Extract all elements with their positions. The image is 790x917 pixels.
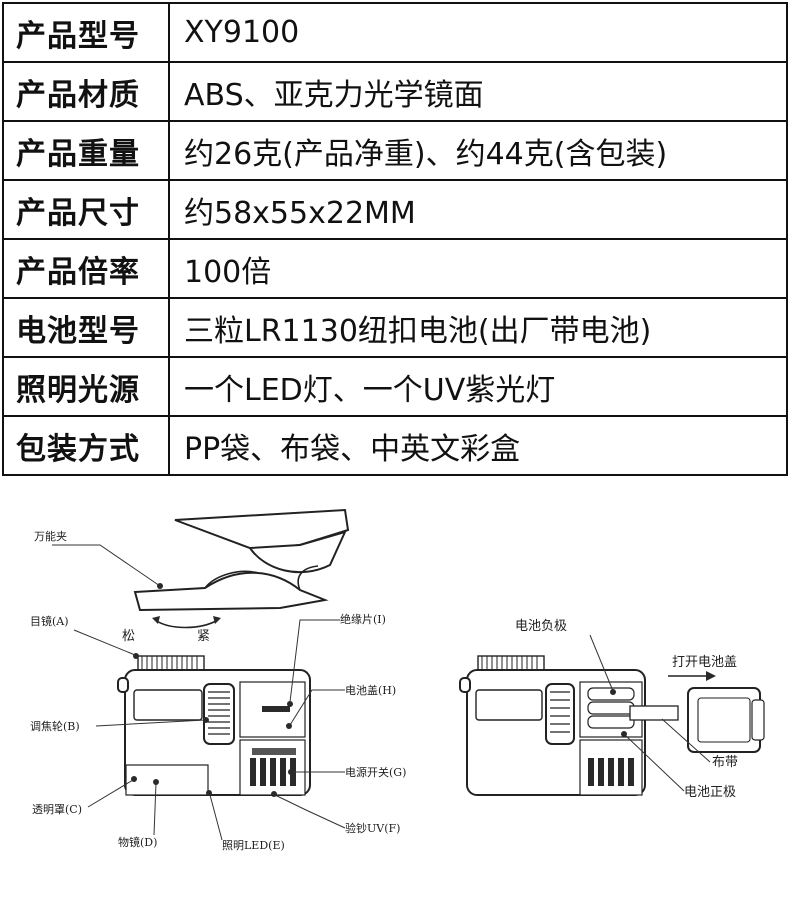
table-row: 电池型号三粒LR1130纽扣电池(出厂带电池) bbox=[2, 297, 788, 358]
spec-key: 电池型号 bbox=[2, 297, 170, 358]
arrow-head-left bbox=[152, 616, 160, 624]
negative-dot bbox=[610, 689, 616, 695]
spec-key: 产品材质 bbox=[2, 61, 170, 122]
spec-key: 产品型号 bbox=[2, 2, 170, 63]
table-row: 照明光源一个LED灯、一个UV紫光灯 bbox=[2, 356, 788, 417]
led-leader bbox=[209, 794, 223, 841]
spec-value: 约26克(产品净重)、约44克(含包装) bbox=[168, 120, 788, 181]
switch-dot bbox=[288, 769, 294, 775]
insulator-dot bbox=[287, 701, 293, 707]
table-row: 产品尺寸约58x55x22MM bbox=[2, 179, 788, 240]
led-dot bbox=[206, 790, 212, 796]
spec-value: 一个LED灯、一个UV紫光灯 bbox=[168, 356, 788, 417]
label-objective: 物镜(D) bbox=[118, 835, 157, 849]
spec-key: 包装方式 bbox=[2, 415, 170, 476]
spec-value: 约58x55x22MM bbox=[168, 179, 788, 240]
label-led: 照明LED(E) bbox=[222, 839, 285, 852]
label-uv: 验钞UV(F) bbox=[345, 821, 400, 835]
spec-value: XY9100 bbox=[168, 2, 788, 63]
focus-leader bbox=[95, 719, 206, 727]
spec-value: 100倍 bbox=[168, 238, 788, 299]
objective-leader bbox=[153, 782, 157, 836]
spec-value: PP袋、布袋、中英文彩盒 bbox=[168, 415, 788, 476]
label-clip: 万能夹 bbox=[34, 529, 67, 543]
positive-leader bbox=[624, 734, 685, 792]
spec-key: 产品重量 bbox=[2, 120, 170, 181]
open-cover-arrowhead bbox=[706, 671, 716, 681]
spec-key: 照明光源 bbox=[2, 356, 170, 417]
uv-leader bbox=[274, 794, 346, 829]
clip-dot bbox=[157, 583, 163, 589]
focus-dot bbox=[203, 717, 209, 723]
spec-value: 三粒LR1130纽扣电池(出厂带电池) bbox=[168, 297, 788, 358]
clip-illustration bbox=[133, 508, 350, 612]
strap-leader bbox=[661, 718, 711, 763]
spec-key: 产品尺寸 bbox=[2, 179, 170, 240]
label-insulator: 绝缘片(I) bbox=[340, 612, 386, 626]
label-eyepiece: 目镜(A) bbox=[30, 614, 69, 628]
label-cover: 透明罩(C) bbox=[32, 803, 82, 816]
label-battery-negative: 电池负极 bbox=[515, 619, 567, 634]
label-open-cover: 打开电池盖 bbox=[672, 655, 737, 670]
clip-leader bbox=[52, 544, 161, 587]
device-battery-view bbox=[459, 655, 765, 796]
label-battery-cover: 电池盖(H) bbox=[345, 683, 396, 697]
positive-dot bbox=[621, 731, 627, 737]
eyepiece-dot bbox=[133, 653, 139, 659]
loose-tight-arrow bbox=[154, 619, 219, 629]
label-tight: 紧 bbox=[197, 629, 210, 644]
battery-cover-leader bbox=[289, 689, 345, 726]
spec-key: 产品倍率 bbox=[2, 238, 170, 299]
label-focus-wheel: 调焦轮(B) bbox=[30, 719, 80, 733]
battery-cover-dot bbox=[286, 723, 292, 729]
objective-dot bbox=[153, 779, 159, 785]
label-battery-positive: 电池正极 bbox=[684, 785, 736, 800]
label-strap: 布带 bbox=[712, 755, 738, 770]
negative-leader bbox=[589, 634, 614, 692]
label-loose: 松 bbox=[122, 629, 135, 644]
eyepiece-leader bbox=[73, 629, 136, 656]
table-row: 产品重量约26克(产品净重)、约44克(含包装) bbox=[2, 120, 788, 181]
uv-dot bbox=[271, 791, 277, 797]
cover-dot bbox=[131, 776, 137, 782]
product-diagram: 万能夹 松 紧 bbox=[30, 508, 765, 852]
spec-value: ABS、亚克力光学镜面 bbox=[168, 61, 788, 122]
arrow-head-right bbox=[213, 616, 221, 624]
label-switch: 电源开关(G) bbox=[345, 765, 406, 779]
device-front bbox=[117, 655, 311, 796]
cover-leader bbox=[87, 779, 134, 808]
insulator-leader bbox=[289, 619, 340, 703]
